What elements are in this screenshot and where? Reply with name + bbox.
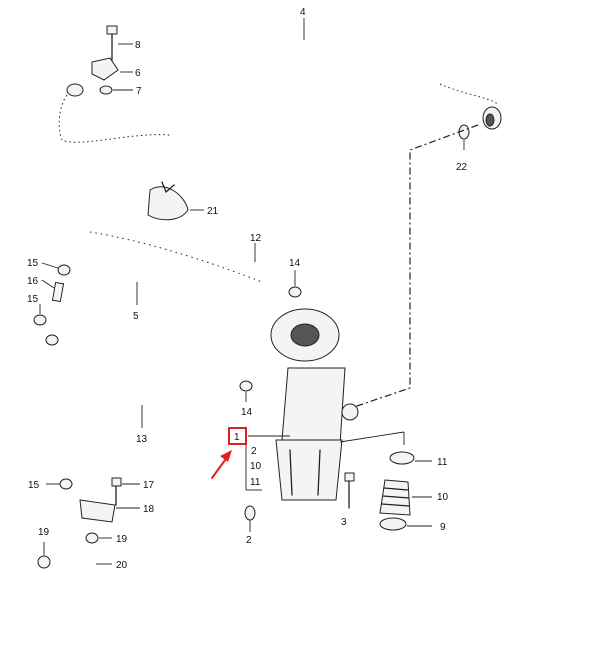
bracket-part-6 (91, 57, 133, 81)
leader-bracket-left (245, 435, 290, 491)
callout-16: 16 (27, 276, 39, 287)
callout-19-right: 19 (116, 534, 128, 545)
callout-7: 7 (136, 86, 142, 97)
callout-2-lower: 2 (246, 535, 252, 546)
washer-part-2-low (244, 505, 256, 532)
valve-part-18 (79, 499, 140, 523)
highlight-box (228, 427, 247, 445)
clamp-part-14-top (288, 270, 302, 298)
callout-21: 21 (207, 206, 219, 217)
connector-part-16 (41, 279, 65, 303)
callout-10-left: 10 (250, 461, 262, 472)
cap-part-19-left (37, 542, 51, 569)
hose-part-4 (55, 38, 502, 146)
bolt-part-3 (344, 472, 355, 509)
hose-part-13 (50, 371, 249, 472)
hose-part-20 (56, 546, 112, 582)
callout-13: 13 (136, 434, 148, 445)
bolt-part-17 (111, 477, 140, 506)
plug-part-15-low (46, 478, 73, 490)
callout-5: 5 (133, 311, 139, 322)
bellows-part-10 (379, 479, 432, 516)
callout-22: 22 (456, 162, 468, 173)
callout-4: 4 (300, 7, 306, 18)
highlight-arrow (211, 450, 232, 479)
callout-19-left: 19 (38, 527, 50, 538)
callout-11-right: 11 (437, 457, 448, 468)
callout-17: 17 (143, 480, 155, 491)
callout-15-mid: 15 (27, 294, 39, 305)
clamp-part-9 (379, 517, 432, 531)
callout-18: 18 (143, 504, 155, 515)
clamp-part-11 (389, 451, 432, 465)
plug-part-15-mid (33, 304, 47, 326)
nut-part-7 (99, 85, 133, 95)
callout-1: 1 (234, 432, 240, 443)
connection-line-22 (344, 124, 479, 411)
callout-15-top: 15 (27, 258, 39, 269)
hose-part-5 (45, 274, 256, 359)
callout-9: 9 (440, 522, 446, 533)
callout-3: 3 (341, 517, 347, 528)
plug-part-15-top (41, 262, 71, 276)
callout-11-left: 11 (250, 477, 261, 488)
clamp-part-21 (147, 181, 204, 221)
leader-bracket-right (339, 431, 405, 445)
callout-2-upper: 2 (251, 446, 257, 457)
hose-part-12 (68, 225, 269, 287)
callout-12: 12 (250, 233, 262, 244)
callout-14-top: 14 (289, 258, 301, 269)
callout-14-mid: 14 (241, 407, 253, 418)
callout-20: 20 (116, 560, 128, 571)
callout-8: 8 (135, 40, 141, 51)
clamp-part-14-mid (239, 380, 253, 402)
callout-10-right: 10 (437, 492, 449, 503)
callout-15-low: 15 (28, 480, 40, 491)
bolt-part-8 (106, 25, 133, 61)
oil-separator-assembly (270, 308, 359, 501)
cap-part-19-right (85, 532, 112, 544)
callout-6: 6 (135, 68, 141, 79)
